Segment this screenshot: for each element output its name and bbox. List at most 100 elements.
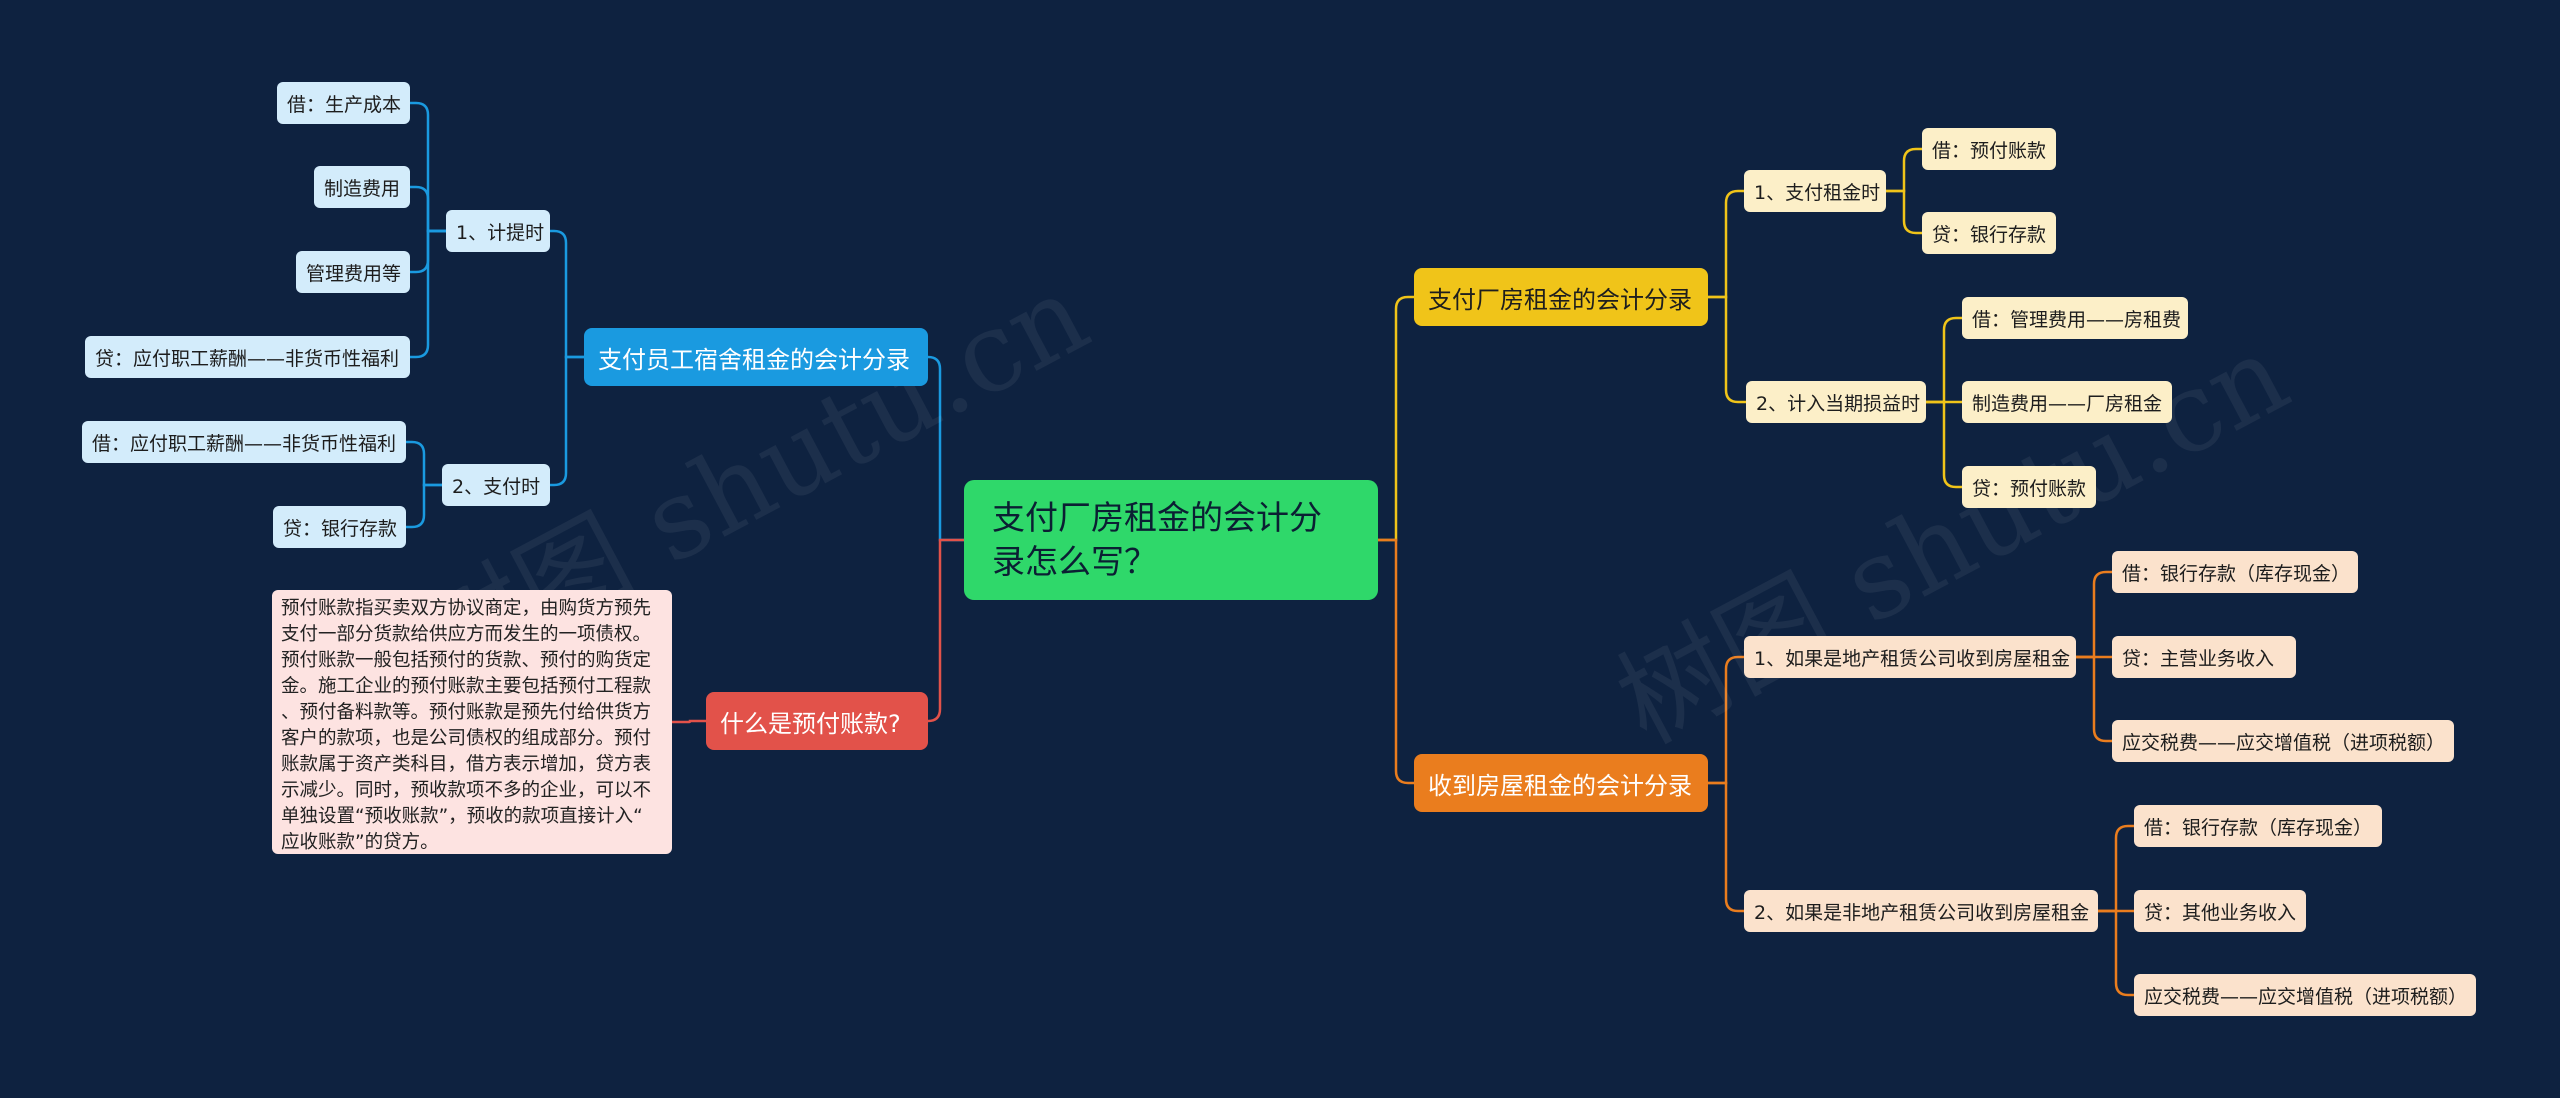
connector-group	[410, 101, 446, 359]
branch-label: 收到房屋租金的会计分录	[1428, 771, 1692, 800]
connector-line	[2076, 570, 2112, 659]
connector-group	[1708, 655, 1744, 913]
leaf-credit-bank-deposit[interactable]: 贷：银行存款	[273, 506, 406, 548]
connector-line	[1378, 295, 1414, 542]
description-line: 预付账款指买卖双方协议商定，由购货方预先	[281, 598, 652, 619]
leaf-debit-production-cost[interactable]: 借：生产成本	[277, 82, 410, 124]
sub-label: 1、支付租金时	[1754, 181, 1881, 204]
connector-line	[1708, 189, 1744, 299]
leaf-manufacturing-overhead[interactable]: 制造费用	[314, 166, 410, 208]
connector-line	[2076, 655, 2112, 743]
connector-group	[550, 229, 584, 487]
connector-line	[410, 101, 446, 233]
leaf-credit-prepaid[interactable]: 贷：预付账款	[1962, 466, 2096, 508]
connector-line	[672, 719, 706, 724]
branch-label: 支付员工宿舍租金的会计分录	[598, 345, 910, 374]
leaf-debit-prepaid[interactable]: 借：预付账款	[1922, 128, 2056, 170]
connector-line	[550, 355, 584, 487]
branch-label: 支付厂房租金的会计分录	[1428, 285, 1692, 314]
leaf-credit-bank-deposit[interactable]: 贷：银行存款	[1922, 212, 2056, 254]
leaf-label: 借：预付账款	[1932, 139, 2047, 162]
leaf-label: 应交税费——应交增值税（进项税额）	[2144, 985, 2468, 1008]
connector-group	[1708, 189, 1746, 404]
connector-group	[1378, 295, 1414, 785]
connector-line	[406, 483, 442, 529]
description-line: 示减少。同时，预收款项不多的企业，可以不	[281, 780, 652, 801]
leaf-label: 管理费用等	[306, 262, 402, 285]
leaf-debit-welfare-payable[interactable]: 借：应付职工薪酬——非货币性福利	[82, 421, 406, 463]
connector-line	[2098, 824, 2134, 913]
connector-line	[410, 229, 446, 359]
connector-line	[1886, 189, 1922, 235]
leaf-credit-other-revenue[interactable]: 贷：其他业务收入	[2134, 890, 2306, 932]
branch-receive-house-rent[interactable]: 收到房屋租金的会计分录	[1414, 754, 1708, 812]
leaf-label: 借：生产成本	[287, 93, 402, 116]
leaf-admin-expense[interactable]: 管理费用等	[296, 251, 410, 293]
leaf-label: 贷：银行存款	[283, 517, 398, 540]
leaf-vat-payable[interactable]: 应交税费——应交增值税（进项税额）	[2134, 974, 2476, 1016]
sub-nonrealestate-company[interactable]: 2、如果是非地产租赁公司收到房屋租金	[1744, 890, 2098, 932]
leaf-credit-main-revenue[interactable]: 贷：主营业务收入	[2112, 636, 2296, 678]
connector-group	[2076, 570, 2112, 743]
description-line: 客户的款项，也是公司债权的组成部分。预付	[281, 728, 652, 749]
connector-group	[406, 440, 442, 529]
connector-line	[410, 185, 446, 233]
description-line: 账款属于资产类科目，借方表示增加，贷方表	[281, 754, 652, 775]
description-line: 支付一部分货款给供应方而发生的一项债权。	[281, 624, 652, 645]
sub-payment[interactable]: 2、支付时	[442, 464, 550, 506]
leaf-label: 贷：应付职工薪酬——非货币性福利	[95, 347, 400, 370]
connector-line	[1708, 295, 1746, 404]
branch-pay-factory-rent[interactable]: 支付厂房租金的会计分录	[1414, 268, 1708, 326]
leaf-debit-bank-cash[interactable]: 借：银行存款（库存现金）	[2134, 805, 2382, 847]
leaf-label: 制造费用——厂房租金	[1972, 392, 2163, 415]
leaf-manufacturing-factory-rent[interactable]: 制造费用——厂房租金	[1962, 381, 2172, 423]
sub-label: 2、如果是非地产租赁公司收到房屋租金	[1754, 901, 2090, 924]
description-line: 单独设置“预收账款”，预收的款项直接计入“	[281, 806, 643, 827]
leaf-label: 借：管理费用——房租费	[1972, 308, 2182, 331]
sub-expensing[interactable]: 2、计入当期损益时	[1746, 381, 1926, 423]
connector-line	[1708, 781, 1744, 913]
description-line: 金。施工企业的预付账款主要包括预付工程款	[281, 676, 652, 697]
leaf-label: 贷：其他业务收入	[2144, 901, 2297, 924]
leaf-vat-payable[interactable]: 应交税费——应交增值税（进项税额）	[2112, 720, 2454, 762]
connector-line	[927, 355, 964, 542]
connector-line	[927, 538, 964, 723]
connector-line	[550, 229, 584, 359]
connector-line	[1886, 147, 1922, 193]
description-line: 、预付备料款等。预付账款是预先付给供货方	[281, 702, 652, 723]
connector-group	[672, 719, 706, 724]
description-line: 应收账款”的贷方。	[281, 832, 439, 853]
leaf-label: 借：银行存款（库存现金）	[2144, 816, 2373, 839]
connector-group	[1926, 316, 1962, 489]
connector-group	[1886, 147, 1922, 235]
branch-what-is-prepaid[interactable]: 什么是预付账款?	[706, 692, 928, 750]
leaf-label: 借：应付职工薪酬——非货币性福利	[92, 432, 397, 455]
leaf-label: 贷：银行存款	[1932, 223, 2047, 246]
connector-line	[2098, 909, 2134, 997]
root-topic-label: 支付厂房租金的会计分录怎么写？	[992, 498, 1322, 581]
leaf-debit-admin-rent[interactable]: 借：管理费用——房租费	[1962, 297, 2188, 339]
sub-accrual[interactable]: 1、计提时	[446, 210, 550, 252]
sub-label: 2、支付时	[452, 475, 541, 498]
connector-line	[1926, 400, 1962, 489]
leaf-debit-bank-cash[interactable]: 借：银行存款（库存现金）	[2112, 551, 2358, 593]
sub-realestate-company[interactable]: 1、如果是地产租赁公司收到房屋租金	[1744, 636, 2076, 678]
description-line: 预付账款一般包括预付的货款、预付的购货定	[281, 650, 652, 671]
connector-line	[1708, 655, 1744, 785]
leaf-label: 应交税费——应交增值税（进项税额）	[2122, 731, 2446, 754]
branch-dormitory-rent[interactable]: 支付员工宿舍租金的会计分录	[584, 328, 928, 386]
leaf-label: 制造费用	[324, 177, 401, 200]
prepaid-description: 预付账款指买卖双方协议商定，由购货方预先 支付一部分货款给供应方而发生的一项债权…	[272, 590, 672, 854]
connector-line	[406, 440, 442, 487]
branch-label: 什么是预付账款?	[720, 709, 901, 738]
root-topic[interactable]: 支付厂房租金的会计分录怎么写？	[964, 480, 1378, 600]
sub-paying-rent[interactable]: 1、支付租金时	[1744, 170, 1886, 212]
leaf-label: 贷：主营业务收入	[2122, 647, 2275, 670]
sub-label: 2、计入当期损益时	[1756, 392, 1921, 415]
leaf-credit-welfare-payable[interactable]: 贷：应付职工薪酬——非货币性福利	[85, 336, 410, 378]
connector-group	[2098, 824, 2134, 997]
leaf-label: 借：银行存款（库存现金）	[2122, 562, 2351, 585]
sub-label: 1、计提时	[456, 221, 545, 244]
